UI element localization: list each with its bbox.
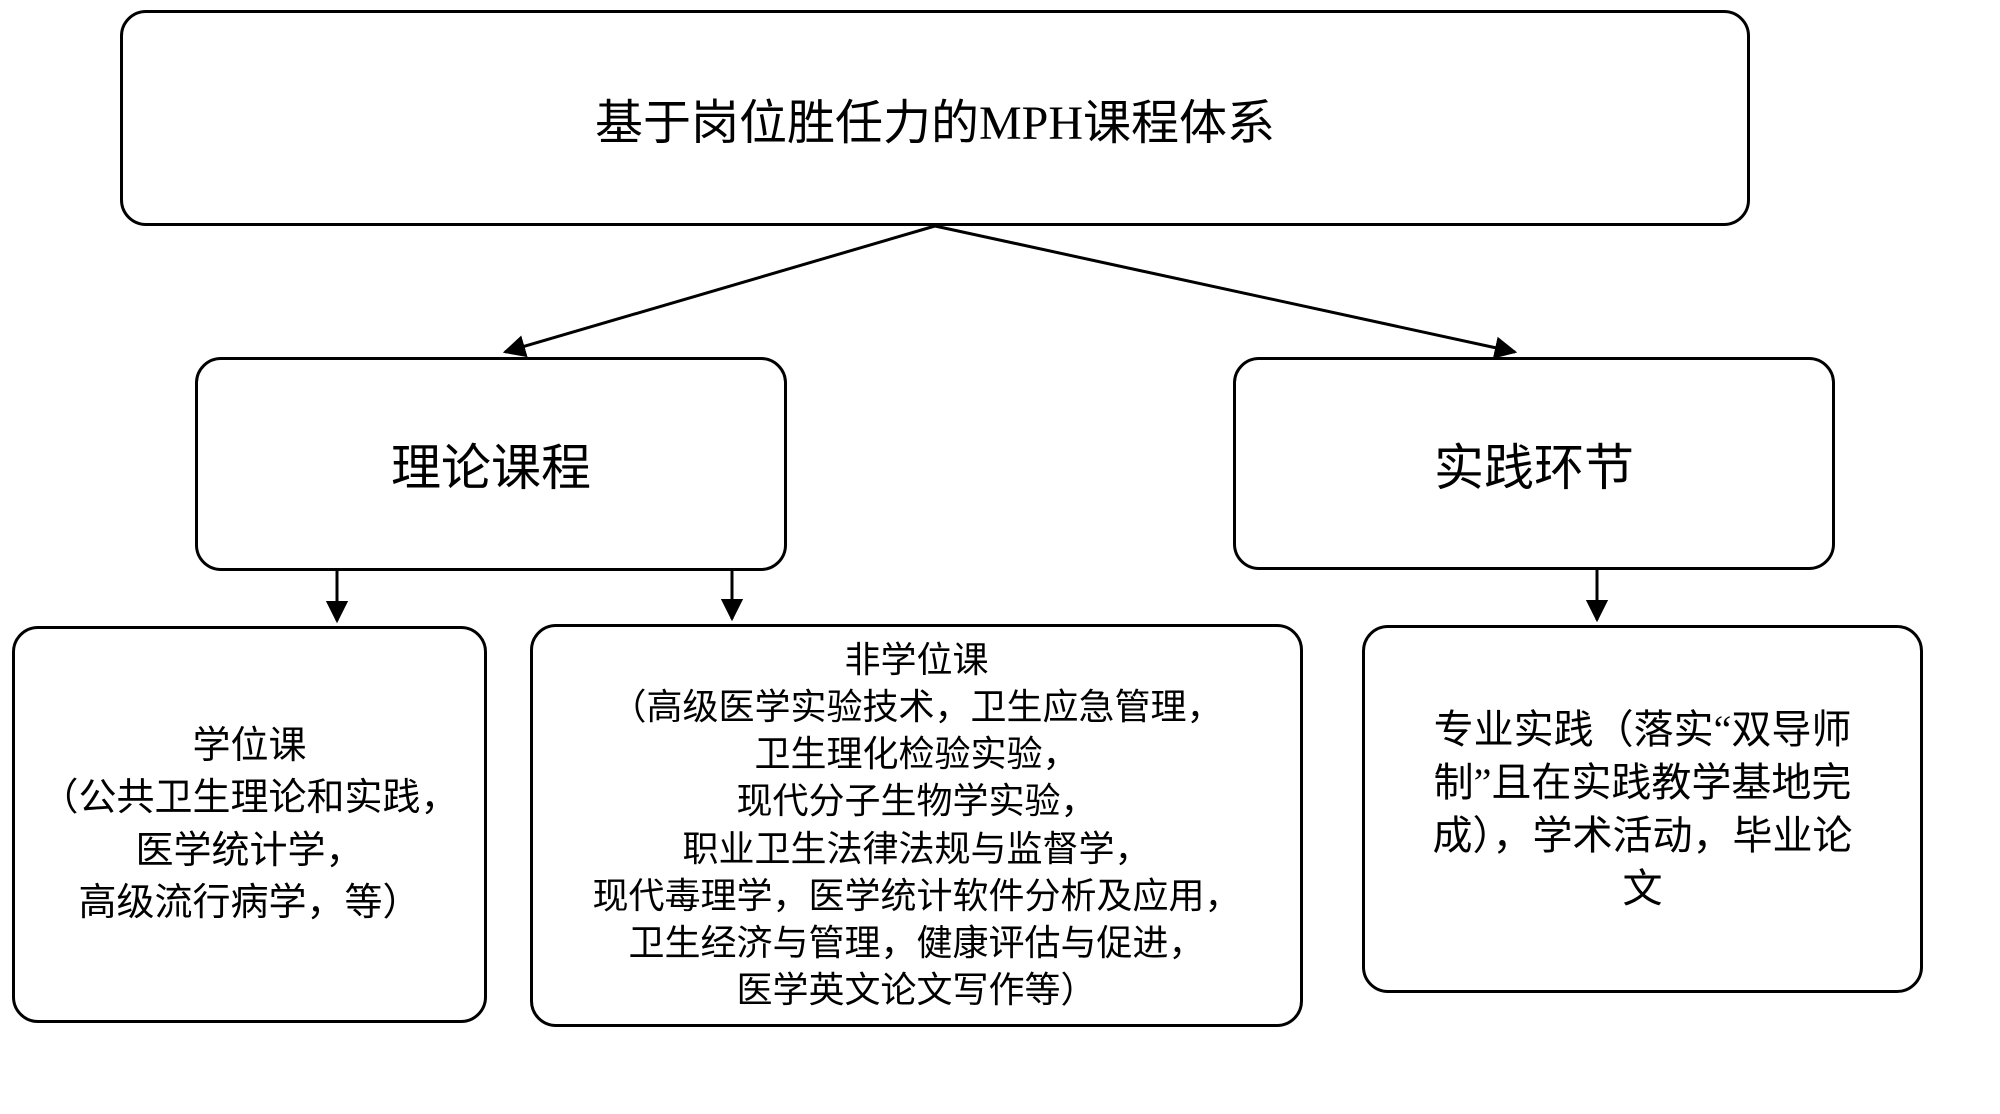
node-text-line: 现代毒理学，医学统计软件分析及应用，	[592, 875, 1241, 916]
node-text-line: 高级流行病学，等）	[78, 881, 421, 924]
flowchart-node-practice-segment: 实践环节	[1233, 357, 1835, 570]
node-practice-label: 实践环节	[1434, 439, 1634, 496]
node-root-label: 基于岗位胜任力的MPH课程体系	[594, 97, 1276, 150]
flowchart-node-professional-practice: 专业实践（落实“双导师 制”且在实践教学基地完 成），学术活动，毕业论 文	[1362, 625, 1923, 993]
node-text-line: 制”且在实践教学基地完	[1433, 759, 1852, 805]
node-theory-label: 理论课程	[391, 440, 591, 496]
node-text-line: 学位课	[192, 724, 307, 767]
node-text-line: 职业卫生法律法规与监督学，	[682, 828, 1151, 869]
node-text-line: 文	[1622, 866, 1663, 912]
flowchart-node-non-degree-courses: 非学位课 （高级医学实验技术，卫生应急管理， 卫生理化检验实验， 现代分子生物学…	[530, 624, 1303, 1027]
node-text-line: 成），学术活动，毕业论	[1432, 813, 1853, 858]
node-text-line: 医学英文论文写作等）	[736, 969, 1097, 1010]
node-text-line: 现代分子生物学实验，	[736, 781, 1097, 822]
arrow-root-to-theory	[502, 224, 936, 358]
node-text-line: （公共卫生理论和实践，	[40, 777, 459, 820]
flowchart-node-root: 基于岗位胜任力的MPH课程体系	[120, 10, 1750, 226]
node-text-line: （高级医学实验技术，卫生应急管理，	[610, 687, 1223, 728]
node-text-line: 卫生理化检验实验，	[754, 734, 1079, 775]
flowchart-node-degree-courses: 学位课 （公共卫生理论和实践， 医学统计学， 高级流行病学，等）	[12, 626, 487, 1023]
flowchart-node-theory-courses: 理论课程	[195, 357, 787, 571]
node-text-line: 非学位课	[844, 639, 989, 680]
arrow-root-to-practice	[934, 224, 1518, 359]
node-text-line: 医学统计学，	[135, 829, 364, 872]
node-text-line: 卫生经济与管理，健康评估与促进，	[628, 922, 1205, 963]
node-text-line: 专业实践（落实“双导师	[1433, 706, 1852, 752]
